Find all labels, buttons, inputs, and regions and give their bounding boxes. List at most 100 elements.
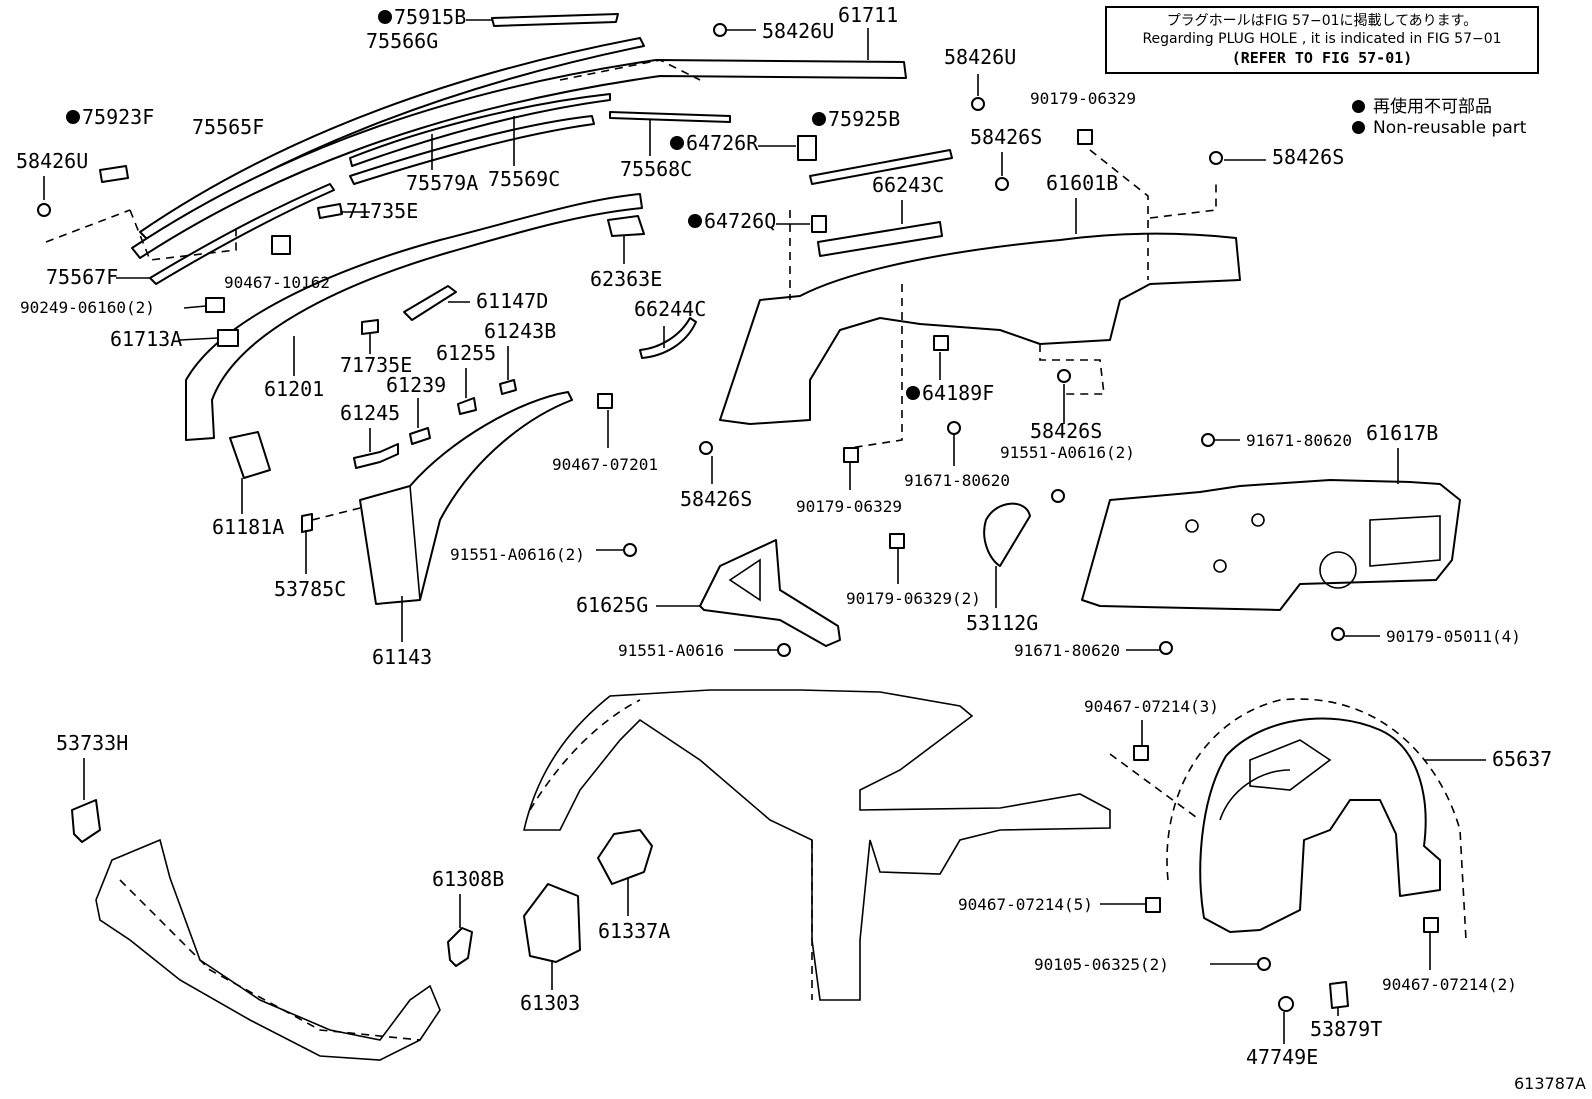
nut-90179-06329-lower[interactable] xyxy=(889,533,905,549)
nut-90179-05011[interactable] xyxy=(1331,627,1345,641)
inner-panel-61617b[interactable] xyxy=(1081,479,1461,611)
bracket-53879t[interactable] xyxy=(1329,981,1349,1009)
part-label-61201[interactable]: 61201 xyxy=(264,377,324,401)
bracket-61245[interactable] xyxy=(353,443,399,469)
part-label-90467-10162[interactable]: 90467-10162 xyxy=(224,273,330,292)
bracket-53733h[interactable] xyxy=(71,799,101,843)
part-label-90467-07214-5-[interactable]: 90467-07214(5) xyxy=(958,895,1093,914)
screw-58426u-right[interactable] xyxy=(971,97,985,111)
part-label-47749e[interactable]: 47749E xyxy=(1246,1045,1318,1069)
seal-66243c[interactable] xyxy=(817,221,943,257)
part-label-58426s[interactable]: 58426S xyxy=(970,125,1042,149)
clip-90467-07214-a[interactable] xyxy=(1133,745,1149,761)
screw-58426s-b[interactable] xyxy=(1209,151,1223,165)
part-label-53112g[interactable]: 53112G xyxy=(966,611,1038,635)
part-label-75915b[interactable]: 75915B xyxy=(394,5,466,29)
part-label-90467-07214-3-[interactable]: 90467-07214(3) xyxy=(1084,697,1219,716)
fender-liner-65637[interactable] xyxy=(1199,717,1441,933)
roof-side-rail-61201[interactable] xyxy=(185,193,643,441)
part-label-61711[interactable]: 61711 xyxy=(838,3,898,27)
moulding-75915b[interactable] xyxy=(491,13,619,27)
strip-75925b[interactable] xyxy=(809,149,953,185)
part-label-75579a[interactable]: 75579A xyxy=(406,171,478,195)
part-label-61308b[interactable]: 61308B xyxy=(432,867,504,891)
nut-90179-06329-mid[interactable] xyxy=(843,447,859,463)
part-label-90105-06325-2-[interactable]: 90105-06325(2) xyxy=(1034,955,1169,974)
seal-75923f[interactable] xyxy=(99,165,129,183)
clip-61713a[interactable] xyxy=(217,329,239,347)
quarter-panel-61601b[interactable] xyxy=(719,232,1241,425)
part-label-90467-07214-2-[interactable]: 90467-07214(2) xyxy=(1382,975,1517,994)
part-label-58426u[interactable]: 58426U xyxy=(944,45,1016,69)
part-label-91671-80620[interactable]: 91671-80620 xyxy=(1014,641,1120,660)
screw-58426s-a[interactable] xyxy=(995,177,1009,191)
pad-71735e-upper[interactable] xyxy=(317,203,343,219)
part-label-53879t[interactable]: 53879T xyxy=(1310,1017,1382,1041)
screw-91671-80620-c[interactable] xyxy=(1159,641,1173,655)
clip-90249[interactable] xyxy=(205,297,225,313)
moulding-75568c[interactable] xyxy=(609,111,731,123)
screw-90105-06325[interactable] xyxy=(1257,957,1271,971)
part-label-90249-06160-2-[interactable]: 90249-06160(2) xyxy=(20,298,155,317)
bracket-61147d[interactable] xyxy=(403,285,457,321)
part-label-75569c[interactable]: 75569C xyxy=(488,167,560,191)
part-label-61601b[interactable]: 61601B xyxy=(1046,171,1118,195)
part-label-61303[interactable]: 61303 xyxy=(520,991,580,1015)
part-label-61243b[interactable]: 61243B xyxy=(484,319,556,343)
screw-58426s-d[interactable] xyxy=(699,441,713,455)
part-label-61713a[interactable]: 61713A xyxy=(110,327,182,351)
part-label-91551-a0616-2-[interactable]: 91551-A0616(2) xyxy=(450,545,585,564)
clip-64726r[interactable] xyxy=(797,135,817,161)
part-label-91671-80620[interactable]: 91671-80620 xyxy=(1246,431,1352,450)
moulding-75565f[interactable] xyxy=(131,59,907,259)
part-label-75565f[interactable]: 75565F xyxy=(192,115,264,139)
bracket-61243b[interactable] xyxy=(499,379,517,395)
clip-64189f[interactable] xyxy=(933,335,949,351)
part-label-66244c[interactable]: 66244C xyxy=(634,297,706,321)
spacer-71735e-lower[interactable] xyxy=(361,319,379,335)
screw-58426s-c[interactable] xyxy=(1057,369,1071,383)
pillar-61143[interactable] xyxy=(359,391,573,605)
part-label-58426u[interactable]: 58426U xyxy=(762,19,834,43)
part-label-53733h[interactable]: 53733H xyxy=(56,731,128,755)
bracket-53785c[interactable] xyxy=(301,513,313,533)
part-label-90467-07201[interactable]: 90467-07201 xyxy=(552,455,658,474)
part-label-61625g[interactable]: 61625G xyxy=(576,593,648,617)
part-label-75566g[interactable]: 75566G xyxy=(366,29,438,53)
part-label-61239[interactable]: 61239 xyxy=(386,373,446,397)
part-label-61245[interactable]: 61245 xyxy=(340,401,400,425)
clip-90467-10162[interactable] xyxy=(271,235,291,255)
moulding-75579a[interactable] xyxy=(349,93,611,167)
part-label-58426s[interactable]: 58426S xyxy=(1272,145,1344,169)
part-label-58426s[interactable]: 58426S xyxy=(1030,419,1102,443)
screw-91551-a0616-lower[interactable] xyxy=(777,643,791,657)
screw-91671-80620-b[interactable] xyxy=(1201,433,1215,447)
part-label-91551-a0616-2-[interactable]: 91551-A0616(2) xyxy=(1000,443,1135,462)
nut-90179-06329-top[interactable] xyxy=(1077,129,1093,145)
part-label-75923f[interactable]: 75923F xyxy=(82,105,154,129)
part-label-64726r[interactable]: 64726R xyxy=(686,131,759,155)
part-label-62363e[interactable]: 62363E xyxy=(590,267,662,291)
rear-panel[interactable] xyxy=(95,838,441,1061)
bracket-61255[interactable] xyxy=(457,397,477,415)
panel-61181a[interactable] xyxy=(229,431,271,479)
part-label-66243c[interactable]: 66243C xyxy=(872,173,944,197)
part-label-75925b[interactable]: 75925B xyxy=(828,107,900,131)
screw-91671-80620-a[interactable] xyxy=(947,421,961,435)
part-label-71735e[interactable]: 71735E xyxy=(346,199,418,223)
clip-90467-07214-c[interactable] xyxy=(1423,917,1439,933)
clip-90467-07201[interactable] xyxy=(597,393,613,409)
part-label-65637[interactable]: 65637 xyxy=(1492,747,1552,771)
part-label-90179-06329[interactable]: 90179-06329 xyxy=(796,497,902,516)
plug-47749e[interactable] xyxy=(1278,996,1294,1012)
part-label-61143[interactable]: 61143 xyxy=(372,645,432,669)
part-label-61147d[interactable]: 61147D xyxy=(476,289,548,313)
part-label-91551-a0616[interactable]: 91551-A0616 xyxy=(618,641,724,660)
screw-58426u-top[interactable] xyxy=(713,23,727,37)
part-label-90179-06329-2-[interactable]: 90179-06329(2) xyxy=(846,589,981,608)
part-label-64726q[interactable]: 64726Q xyxy=(704,209,776,233)
part-label-61181a[interactable]: 61181A xyxy=(212,515,284,539)
clip-90467-07214-b[interactable] xyxy=(1145,897,1161,913)
service-cover-53112g[interactable] xyxy=(983,502,1031,567)
part-label-58426s[interactable]: 58426S xyxy=(680,487,752,511)
